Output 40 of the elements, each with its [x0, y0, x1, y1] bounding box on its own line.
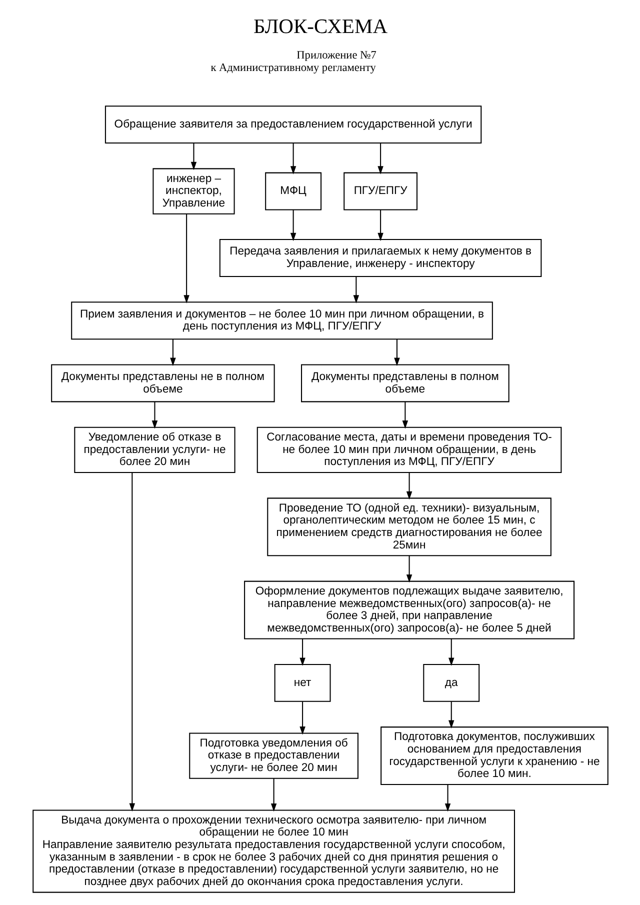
arrow [270, 778, 276, 812]
arrow [190, 143, 196, 170]
node-box: МФЦ [264, 172, 322, 210]
arrow [352, 276, 359, 304]
arrow [299, 702, 305, 735]
node-box: Согласование места, даты и времени проведения ТО- не более 10 мин при личном обращении, в день поступления из МФЦ, ПГУ/ЕПГУ [256, 426, 562, 474]
node-box: Документы представлены не в полном объеме [50, 364, 274, 402]
node-box: Подготовка уведомления об отказе в предоставлении услуги- не более 20 мин [188, 732, 358, 779]
node-box: ПГУ/ЕПГУ [343, 172, 417, 210]
arrow [444, 784, 450, 812]
arrow [406, 556, 412, 583]
arrow [290, 210, 296, 242]
arrow [448, 702, 454, 728]
node-box: Обращение заявителя за предоставлением государственной услуги [104, 106, 482, 144]
arrow [151, 402, 158, 429]
label: Приложение №7 [296, 50, 376, 62]
node-box: да [422, 664, 480, 702]
node-box: Оформление документов подлежащих выдаче заявителю, направление межведомственных(ого) запросов(а)- не более 3 дней, при направление межведомственных(ого) запросов(а)- не более 5 дней [244, 580, 574, 640]
arrow [377, 210, 383, 242]
arrow [183, 214, 189, 304]
arrow [448, 638, 454, 666]
arrow [299, 638, 305, 666]
arrow [406, 472, 412, 500]
arrow [170, 339, 176, 366]
label: к Административному регламенту [210, 62, 376, 74]
node-box: Передача заявления и прилагаемых к нему документов в Управление, инженеру - инспектору [218, 239, 542, 277]
node-box: Прием заявления и документов – не более 10 мин при личном обращении, в день поступления из МФЦ, ПГУ/ЕПГУ [70, 302, 492, 340]
node-box: Уведомление об отказе в предоставлении услуги- не более 20 мин [74, 426, 235, 474]
node-box: нет [274, 664, 330, 702]
arrow [402, 402, 408, 429]
node-box: Выдача документа о прохождении технического осмотра заявителю- при личном обращении не более 10 мин Направление заявителю результата предоставления государственной услуги способом, указанным в заявлении - в срок не более 3 рабочих дней со дня принятия решения о предоставлении (отказе в предоставлении) государственной услуги заявителю, но не позднее двух рабочих дней до окончания срока предоставления услуги. [32, 810, 514, 893]
diagram-title: БЛОК-СХЕМА [252, 16, 388, 38]
arrow [128, 472, 135, 812]
node-box: Документы представлены в полном объеме [300, 364, 509, 402]
node-box: Подготовка документов, послуживших основанием для предоставления государственной услуги к хранению - не более 10 мин. [380, 726, 608, 786]
node-box: Проведение ТО (одной ед. техники)- визуальным, органолептическим методом не более 15 мин, с применением средств диагностирования не более 25мин [266, 498, 551, 556]
arrow [290, 143, 296, 174]
node-box: инженер – инспектор, Управление [152, 168, 234, 214]
arrow [377, 143, 383, 174]
arrow [394, 339, 400, 366]
